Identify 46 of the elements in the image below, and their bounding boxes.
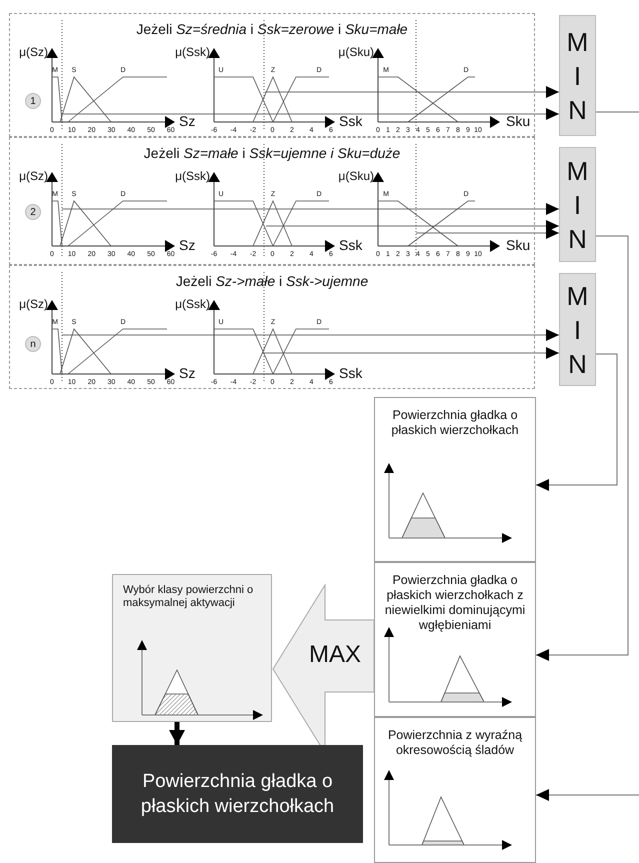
axis-title: μ(Ssk) <box>175 45 210 59</box>
rule-heading: Jeżeli Sz->małe i Ssk->ujemne <box>176 273 368 290</box>
rule-number-badge: 2 <box>25 204 41 220</box>
axis-title: μ(Sz) <box>19 297 48 311</box>
arrow <box>536 236 628 661</box>
arrow <box>62 329 560 341</box>
axis-title: μ(Sku) <box>338 169 374 183</box>
arrow <box>62 203 560 215</box>
selection-panel <box>112 574 272 722</box>
class-name: Powierzchnia z wyraźną okresowością śladów <box>386 728 524 758</box>
axis-label: Ssk <box>339 365 362 381</box>
rule-panel <box>9 13 535 137</box>
class-name: Powierzchnia gładka o płaskich wierzchołkach <box>390 408 520 438</box>
axis-label: Ssk <box>339 113 362 129</box>
arrow <box>262 347 560 359</box>
rule-number-badge: 1 <box>25 93 41 109</box>
axis-title: μ(Sku) <box>338 45 374 59</box>
axis-label: Sku <box>506 237 530 253</box>
axis-label: Sz <box>179 237 196 253</box>
class-panel <box>374 717 536 863</box>
thick-arrow <box>169 722 185 745</box>
min-operator-box: M I N <box>559 147 596 262</box>
arrow <box>536 354 618 491</box>
class-name: Powierzchnia gładka o płaskich wierzchołkach z niewielkimi dominującymi wgłębieniami <box>384 573 526 633</box>
axis-label: Sku <box>506 113 530 129</box>
arrow <box>62 108 560 120</box>
axis-label: Sz <box>179 365 196 381</box>
rule-heading: Jeżeli Sz=małe i Ssk=ujemne i Sku=duże <box>144 145 400 162</box>
min-operator-box: M I N <box>559 15 596 136</box>
axis-title: μ(Sz) <box>19 45 48 59</box>
arrow <box>536 789 639 801</box>
axis-label: Ssk <box>339 237 362 253</box>
rule-panel <box>9 265 535 389</box>
min-operator-box: M I N <box>559 273 596 386</box>
class-panel <box>374 562 536 717</box>
panel-caption: Wybór klasy powierzchni o maksymalnej aktywacji <box>123 584 254 610</box>
rule-number-badge: n <box>25 336 41 352</box>
class-panel <box>374 397 536 562</box>
rule-panel <box>9 137 535 265</box>
axis-title: μ(Ssk) <box>175 169 210 183</box>
axis-title: μ(Ssk) <box>175 297 210 311</box>
operator-label: MAX <box>309 641 362 669</box>
axis-title: μ(Sz) <box>19 169 48 183</box>
rule-heading: Jeżeli Sz=średnia i Ssk=zerowe i Sku=małe <box>136 21 408 38</box>
axis-label: Sz <box>179 113 196 129</box>
result-box: Powierzchnia gładka o płaskich wierzchołkach <box>112 745 363 843</box>
